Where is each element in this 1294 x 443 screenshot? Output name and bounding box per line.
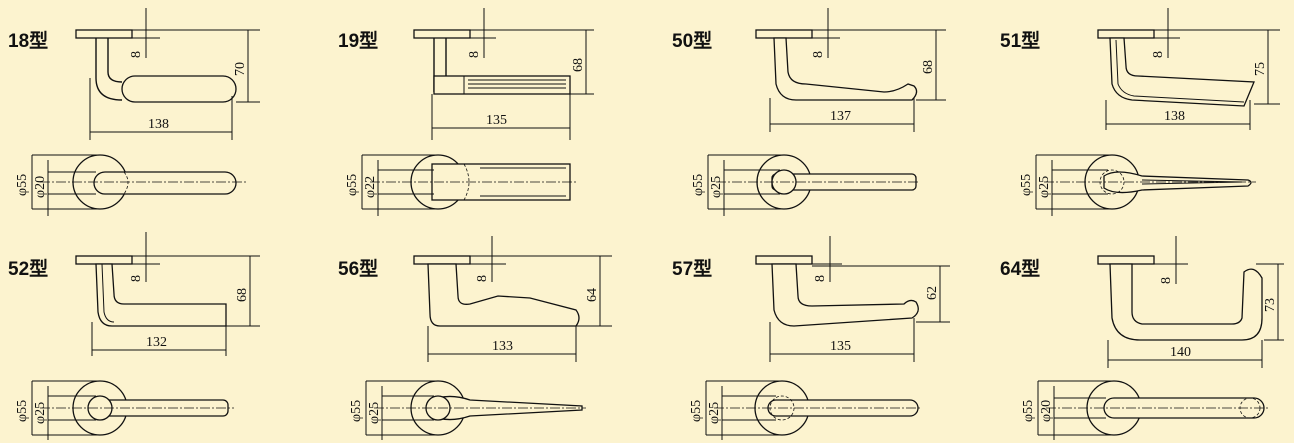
length-label: 133	[492, 339, 513, 354]
handle-drawing: 8 137 68 φ55 φ25	[691, 8, 946, 216]
handle-cell-51: 51型 8 138 75 φ55 φ25	[992, 0, 1294, 221]
rose-diameter-label: φ55	[1019, 174, 1034, 196]
rose-diameter-label: φ55	[1021, 400, 1036, 422]
model-label: 51型	[1000, 31, 1041, 52]
handle-drawing: 8 132 68 φ55 φ25	[15, 232, 260, 440]
rose-diameter-label: φ55	[349, 400, 364, 422]
length-label: 138	[1164, 109, 1185, 124]
height-label: 73	[1263, 298, 1278, 312]
neck-diameter-label: φ25	[33, 402, 48, 424]
handle-drawing: 8 138 70 φ55 φ20	[15, 8, 260, 216]
height-label: 75	[1253, 62, 1268, 76]
height-label: 64	[585, 288, 600, 302]
handle-cell-56: 56型 8 133 64 φ55 φ25	[330, 222, 654, 443]
neck-diameter-label: φ25	[1037, 176, 1052, 198]
neck-diameter-label: φ25	[707, 402, 722, 424]
model-label: 64型	[1000, 259, 1041, 280]
neck-diameter-label: φ22	[363, 176, 378, 198]
rose-diameter-label: φ55	[689, 400, 704, 422]
length-label: 140	[1170, 345, 1191, 360]
handle-drawing: 8 135 62 φ55 φ25	[689, 236, 950, 440]
handle-cell-18: 18型 8 138 70 φ55 φ20	[0, 0, 324, 221]
handle-drawing: 8 140 73 φ55 φ20	[1021, 236, 1284, 440]
model-label: 19型	[338, 31, 379, 52]
handle-drawing: 8 135 68 φ55 φ22	[345, 8, 594, 216]
length-label: 137	[830, 109, 851, 124]
handle-cell-52: 52型 8 132 68 φ55 φ25	[0, 222, 324, 443]
model-label: 52型	[8, 259, 49, 280]
offset-label: 8	[475, 275, 490, 282]
handle-drawing: 8 133 64 φ55 φ25	[349, 236, 612, 440]
length-label: 132	[146, 335, 167, 350]
model-label: 18型	[8, 31, 49, 52]
offset-label: 8	[811, 51, 826, 58]
height-label: 70	[233, 62, 248, 76]
height-label: 68	[571, 58, 586, 72]
rose-diameter-label: φ55	[15, 174, 30, 196]
rose-diameter-label: φ55	[15, 400, 30, 422]
rose-diameter-label: φ55	[691, 174, 706, 196]
height-label: 62	[925, 286, 940, 300]
height-label: 68	[235, 288, 250, 302]
handle-cell-50: 50型 8 137 68 φ55 φ25	[664, 0, 988, 221]
offset-label: 8	[1159, 277, 1174, 284]
neck-diameter-label: φ20	[33, 176, 48, 198]
offset-label: 8	[129, 275, 144, 282]
neck-diameter-label: φ25	[709, 176, 724, 198]
handle-cell-19: 19型 8 135 68 φ55 φ22	[330, 0, 654, 221]
length-label: 138	[148, 117, 169, 132]
neck-diameter-label: φ20	[1039, 400, 1054, 422]
offset-label: 8	[1151, 51, 1166, 58]
neck-diameter-label: φ25	[367, 402, 382, 424]
rose-diameter-label: φ55	[345, 174, 360, 196]
offset-label: 8	[129, 51, 144, 58]
length-label: 135	[486, 113, 507, 128]
model-label: 50型	[672, 31, 713, 52]
length-label: 135	[830, 339, 851, 354]
handle-cell-64: 64型 8 140 73 φ55 φ20	[992, 222, 1294, 443]
model-label: 56型	[338, 259, 379, 280]
height-label: 68	[921, 60, 936, 74]
offset-label: 8	[467, 51, 482, 58]
handle-cell-57: 57型 8 135 62 φ55 φ25	[664, 222, 988, 443]
model-label: 57型	[672, 259, 713, 280]
handle-drawing: 8 138 75 φ55 φ25	[1019, 8, 1280, 216]
offset-label: 8	[813, 275, 828, 282]
